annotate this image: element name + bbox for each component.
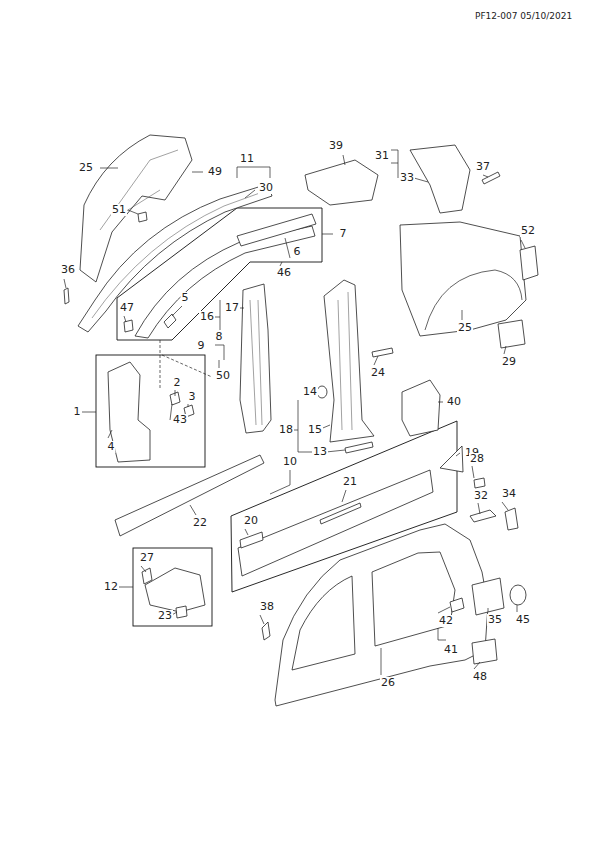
callout-number: 46: [276, 267, 292, 279]
small-bracket: [320, 503, 361, 524]
callout-number: 29: [501, 356, 517, 368]
callout-number: 14: [302, 386, 318, 398]
part-detail: [250, 300, 262, 425]
callout-number: 6: [293, 246, 302, 258]
callout-number: 17: [224, 302, 240, 314]
callout-number: 24: [370, 367, 386, 379]
vent-grille: [510, 585, 526, 605]
small-bracket: [450, 598, 464, 612]
callout-number: 22: [192, 517, 208, 529]
floor-panel: [305, 160, 378, 205]
small-bracket: [345, 442, 373, 453]
leader-lines: [64, 150, 525, 675]
callout-number: 25: [457, 322, 473, 334]
callout-number: 16: [199, 311, 215, 323]
dashed-leader: [160, 340, 212, 390]
small-bracket: [470, 478, 518, 530]
callout-number: 5: [181, 292, 190, 304]
small-bracket: [164, 314, 176, 328]
callout-number: 21: [342, 476, 358, 488]
callout-number: 41: [443, 644, 459, 656]
callout-number: 40: [446, 396, 462, 408]
grommet: [317, 386, 327, 398]
callout-number: 30: [258, 182, 274, 194]
callout-number: 32: [473, 490, 489, 502]
callout-number: 42: [438, 615, 454, 627]
callout-number: 13: [312, 446, 328, 458]
callout-number: 51: [111, 204, 127, 216]
small-bracket: [240, 532, 263, 548]
callout-number: 36: [60, 264, 76, 276]
part-detail: [338, 292, 352, 430]
small-bracket: [372, 348, 393, 357]
callout-number: 48: [472, 671, 488, 683]
quarter-reinforcement: [402, 380, 440, 436]
leader-line: [64, 150, 525, 675]
callout-number: 27: [139, 552, 155, 564]
callout-number: 7: [339, 228, 348, 240]
b-pillar: [324, 280, 374, 442]
callout-number: 43: [172, 414, 188, 426]
callout-number: 39: [328, 140, 344, 152]
callout-number: 2: [173, 377, 182, 389]
callout-number: 33: [399, 172, 415, 184]
wheel-arch: [425, 270, 522, 330]
patch: [498, 320, 525, 348]
callout-number: 25: [78, 162, 94, 174]
callout-number: 31: [374, 150, 390, 162]
group-box: [133, 548, 212, 626]
a-pillar: [240, 284, 271, 433]
callout-number: 9: [197, 340, 206, 352]
door-opening: [292, 576, 355, 670]
callout-number: 34: [501, 488, 517, 500]
callout-number: 20: [243, 515, 259, 527]
callout-number: 11: [239, 153, 255, 165]
callout-number: 3: [188, 391, 197, 403]
callout-number: 23: [157, 610, 173, 622]
callout-number: 49: [207, 166, 223, 178]
patch: [472, 639, 497, 664]
callout-number: 52: [520, 225, 536, 237]
callout-number: 50: [215, 370, 231, 382]
callout-number: 35: [487, 614, 503, 626]
front-extension: [145, 568, 205, 612]
callout-number: 12: [103, 581, 119, 593]
rocker-outer: [115, 455, 264, 536]
body-side: [275, 524, 488, 706]
drawing-reference: PF12-007 05/10/2021: [474, 10, 573, 22]
callout-number: 8: [215, 331, 224, 343]
callout-number: 10: [282, 456, 298, 468]
callout-number: 28: [469, 453, 485, 465]
callout-number: 45: [515, 614, 531, 626]
callout-number: 38: [259, 601, 275, 613]
callout-number: 18: [278, 424, 294, 436]
rear-wheelhouse: [400, 222, 526, 336]
rear-inner-panel: [410, 145, 470, 213]
part-outlines: [64, 135, 538, 706]
inner-rail: [135, 226, 315, 338]
callout-number: 37: [475, 161, 491, 173]
callout-number: 47: [119, 302, 135, 314]
small-bracket: [520, 246, 538, 280]
small-bracket: [262, 622, 270, 640]
gusset: [440, 446, 463, 472]
rail-reinforcement: [237, 214, 316, 246]
callout-number: 15: [307, 424, 323, 436]
group-box: [117, 208, 322, 340]
door-opening: [372, 552, 455, 646]
callout-number: 26: [380, 677, 396, 689]
fastener: [64, 212, 147, 332]
group-box: [96, 355, 205, 467]
small-bracket: [482, 172, 500, 184]
callout-number: 4: [107, 441, 116, 453]
callout-number: 1: [73, 406, 82, 418]
